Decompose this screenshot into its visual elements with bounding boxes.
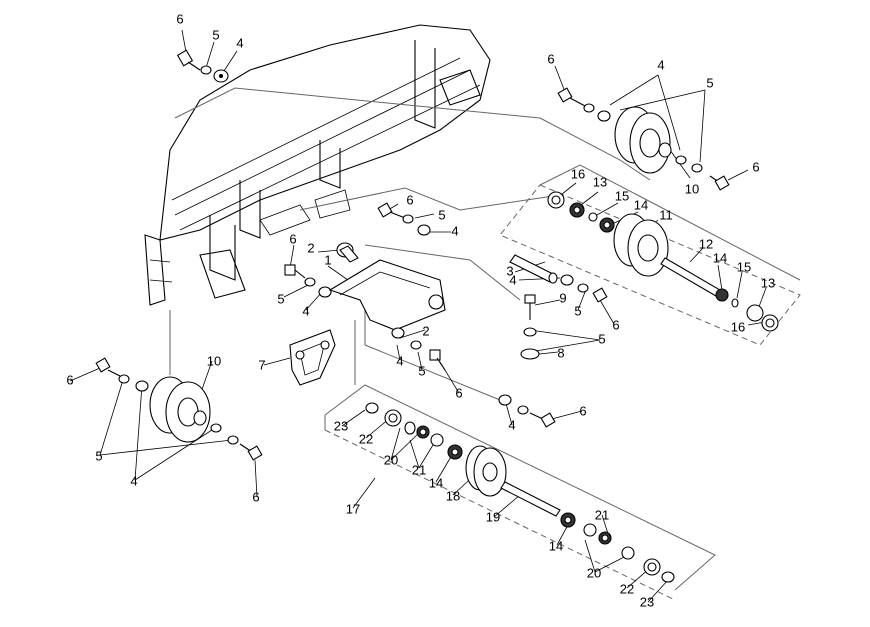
- callout-label: 4: [509, 272, 516, 287]
- callout-label: 22: [359, 431, 373, 446]
- callout-label: 4: [302, 303, 309, 318]
- callout-label: 20: [587, 565, 601, 580]
- pulley-left: [95, 357, 263, 461]
- pulley-top-right: [557, 87, 730, 191]
- callout-label: 6: [176, 11, 183, 26]
- callout-label: 16: [731, 319, 745, 334]
- chassis-frame: [144, 24, 491, 306]
- callout-label: 12: [699, 236, 713, 251]
- callout-label: 6: [752, 159, 759, 174]
- parts: [95, 49, 779, 583]
- callout-label: 6: [612, 317, 619, 332]
- callout-label: 23: [334, 418, 348, 433]
- callout-label: 14: [713, 250, 727, 265]
- bolt-group-top-left: [176, 49, 229, 83]
- callout-label: 15: [615, 188, 629, 203]
- callout-label: 4: [508, 417, 515, 432]
- bracket-assembly: [328, 259, 446, 371]
- callout-label: 5: [95, 448, 102, 463]
- assembly-frames: [169, 87, 801, 601]
- callout-label: 15: [737, 259, 751, 274]
- callout-label: 6: [455, 385, 462, 400]
- callout-labels: 6 5 4 6 4 5 6 10 16 13 15 14 11 12 14 15…: [66, 11, 775, 609]
- callout-label: 5: [706, 75, 713, 90]
- callout-label: 2: [307, 240, 314, 255]
- callout-label: 22: [620, 581, 634, 596]
- callout-label: 5: [438, 207, 445, 222]
- pulley-assembly-right: [547, 191, 779, 332]
- callout-label: 20: [384, 452, 398, 467]
- callout-label: 4: [451, 223, 458, 238]
- callout-label: 13: [761, 275, 775, 290]
- callout-label: 11: [659, 207, 673, 222]
- callout-label: 1: [324, 252, 331, 267]
- callout-label: 2: [422, 323, 429, 338]
- shaft-3: [509, 254, 608, 360]
- callout-label: 21: [412, 462, 426, 477]
- callout-label: 4: [657, 57, 664, 72]
- callout-label: 10: [685, 181, 699, 196]
- callout-label: 18: [446, 488, 460, 503]
- callout-label: 5: [212, 27, 219, 42]
- callout-label: 14: [634, 197, 648, 212]
- bolt-group-lower-mid: [498, 394, 556, 428]
- callout-label: 6: [289, 231, 296, 246]
- handle-7: [289, 329, 336, 386]
- callout-label: 9: [559, 290, 566, 305]
- callout-label: 6: [579, 403, 586, 418]
- callout-label: 23: [640, 594, 654, 609]
- callout-label: 5: [598, 331, 605, 346]
- callout-label: 6: [252, 489, 259, 504]
- callout-label: 4: [130, 473, 137, 488]
- callout-label: 6: [406, 192, 413, 207]
- callout-label: 5: [277, 291, 284, 306]
- callout-label: 5: [418, 363, 425, 378]
- callout-label: 13: [593, 174, 607, 189]
- callout-label: 17: [346, 501, 360, 516]
- callout-label: 3: [506, 263, 513, 278]
- callout-label: 4: [396, 353, 403, 368]
- callout-label: 14: [549, 538, 563, 553]
- callout-label: 16: [571, 166, 585, 181]
- callout-label: 21: [595, 507, 609, 522]
- callout-label: 5: [574, 303, 581, 318]
- callout-label: 10: [207, 353, 221, 368]
- callout-label: 19: [486, 509, 500, 524]
- callout-label: 6: [66, 372, 73, 387]
- callout-label: 6: [547, 51, 554, 66]
- callout-label: 7: [258, 357, 265, 372]
- callout-label: 8: [557, 345, 564, 360]
- callout-label: 14: [429, 475, 443, 490]
- pulley-assembly-lower: [365, 402, 675, 583]
- bolt-group-middle: [284, 202, 431, 298]
- callout-label: 4: [236, 35, 243, 50]
